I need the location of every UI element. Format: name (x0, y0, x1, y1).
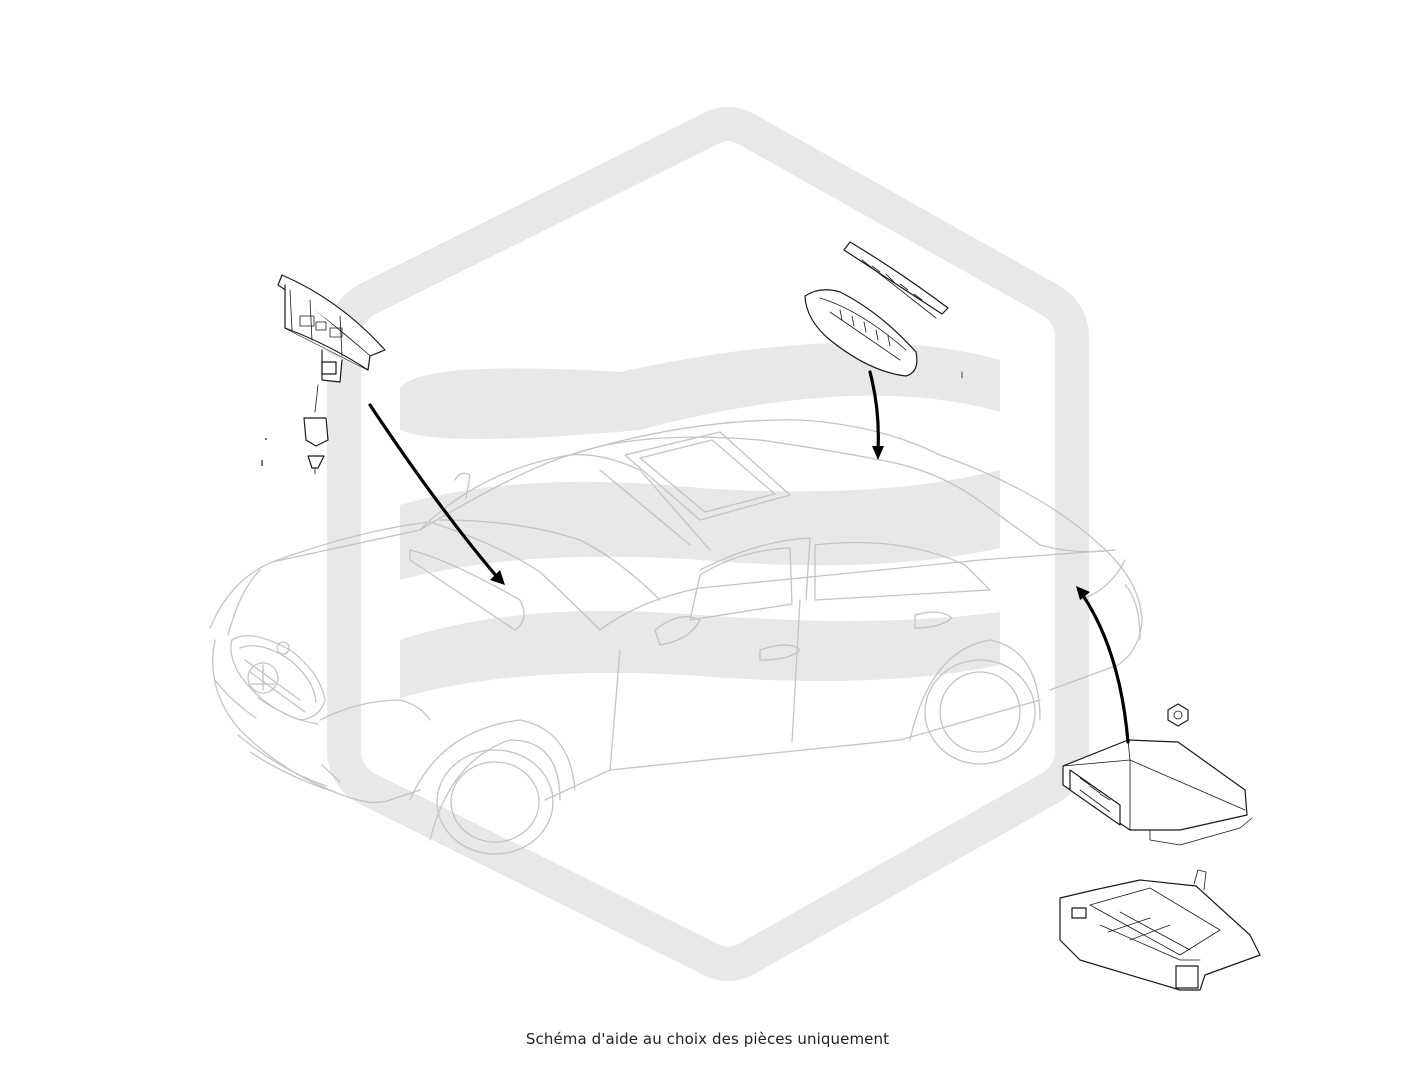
stray-marks (261, 438, 267, 466)
module-mounting-bracket (1059, 869, 1261, 991)
car-outline (209, 419, 1143, 855)
arrowhead-front-panel (490, 570, 505, 585)
arrowhead-rear-light (872, 446, 884, 460)
arrow-control-module (1080, 592, 1130, 744)
arrowhead-control-module (1076, 586, 1090, 600)
pointer-arrows (368, 370, 1130, 744)
arrow-rear-light (868, 370, 880, 452)
overhead-light-unit-rear (804, 241, 963, 379)
control-module-unit (1062, 703, 1253, 846)
arrow-front-panel (368, 403, 500, 580)
overhead-control-panel-front (277, 274, 386, 475)
caption: Schéma d'aide au choix des pièces unique… (525, 1030, 890, 1048)
